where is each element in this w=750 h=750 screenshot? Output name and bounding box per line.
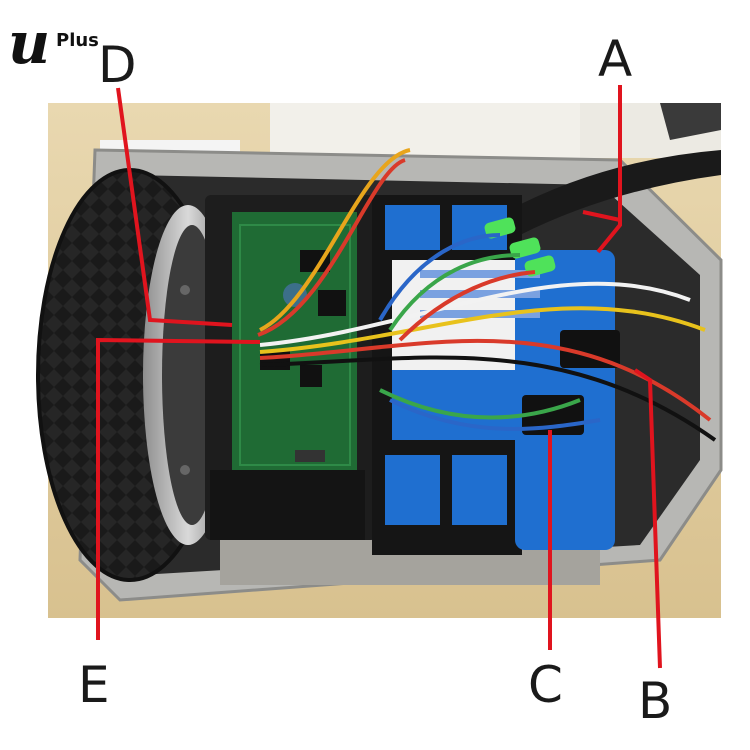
callout-label-b: B	[638, 672, 673, 730]
callout-label-e: E	[78, 656, 110, 714]
callout-label-d: D	[98, 36, 137, 94]
callout-line-a-bracket	[582, 210, 621, 222]
callout-label-c: C	[528, 656, 563, 714]
callout-label-a: A	[598, 30, 633, 88]
callout-line-b	[633, 368, 662, 669]
callout-line-a	[596, 85, 622, 254]
callout-line-d	[116, 87, 233, 327]
control-board	[205, 195, 375, 540]
wheel-tire	[36, 168, 233, 582]
uplus-logo-superscript: Plus	[56, 30, 99, 51]
uplus-logo: u	[8, 9, 50, 77]
callout-line-e	[96, 337, 261, 640]
callout-lines	[96, 85, 662, 669]
handle-bar	[500, 103, 721, 235]
